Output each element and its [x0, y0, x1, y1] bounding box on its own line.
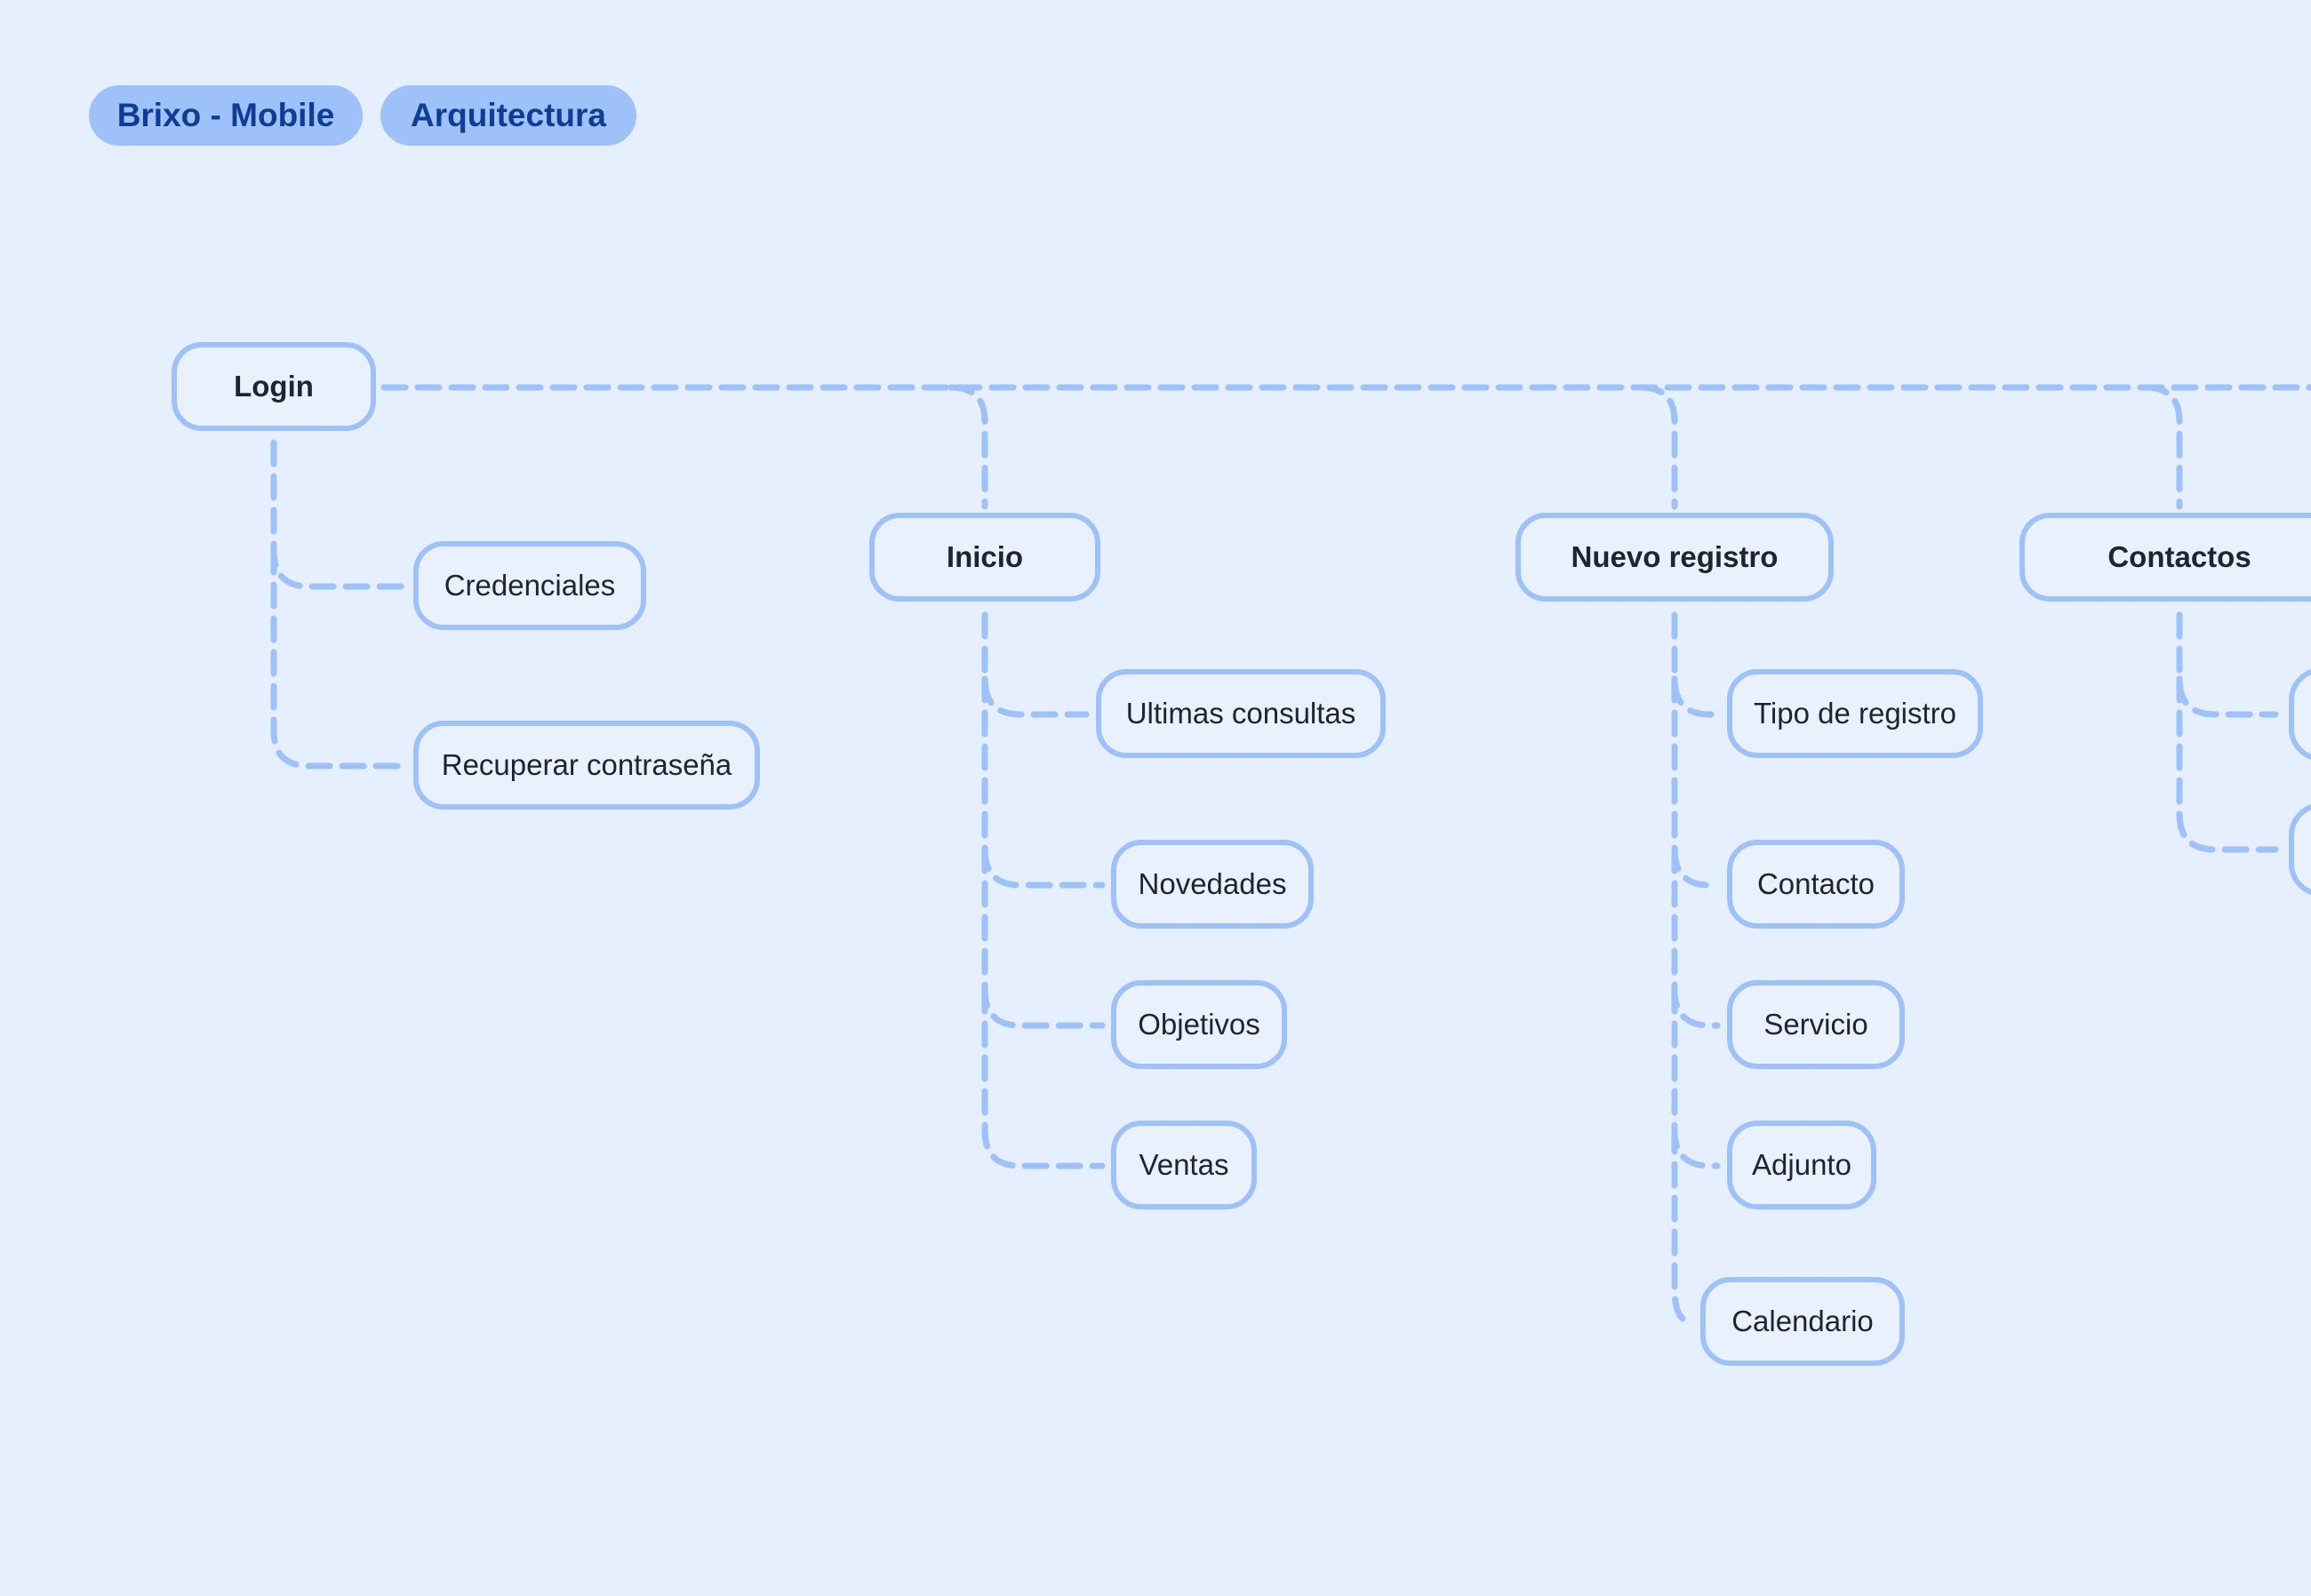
node-ultimas-consultas[interactable]: Ultimas consultas: [1096, 669, 1386, 758]
node-inicio[interactable]: Inicio: [869, 513, 1100, 602]
connector-servicio: [1671, 846, 1721, 1029]
section-tag[interactable]: Arquitectura: [380, 85, 636, 146]
node-calendario[interactable]: Calendario: [1700, 1277, 1905, 1366]
connector-contactos: [2142, 384, 2183, 510]
connector-contactos-child-2: [2176, 675, 2279, 853]
connector-inicio: [948, 384, 988, 510]
node-login[interactable]: Login: [172, 342, 376, 431]
node-adjunto[interactable]: Adjunto: [1727, 1121, 1876, 1209]
node-servicio[interactable]: Servicio: [1727, 980, 1905, 1069]
connector-tipo-registro: [1671, 611, 1721, 718]
connector-ventas: [981, 986, 1106, 1169]
node-tipo-de-registro[interactable]: Tipo de registro: [1727, 669, 1983, 758]
connector-credenciales: [270, 439, 405, 590]
connector-contactos-child-1: [2176, 611, 2279, 718]
connector-recuperar: [270, 547, 405, 770]
contactos-child-node-2: [2289, 804, 2311, 895]
node-novedades[interactable]: Novedades: [1111, 840, 1314, 929]
project-tag[interactable]: Brixo - Mobile: [89, 85, 363, 146]
connector-nuevo-registro: [1637, 384, 1678, 510]
node-contactos[interactable]: Contactos: [2019, 513, 2311, 602]
node-ventas[interactable]: Ventas: [1111, 1121, 1257, 1209]
node-credenciales[interactable]: Credenciales: [413, 541, 646, 630]
contactos-child-node-1: [2289, 669, 2311, 760]
connector-calendario: [1671, 1127, 1696, 1326]
connector-ultimas-consultas: [981, 611, 1090, 718]
node-contacto[interactable]: Contacto: [1727, 840, 1905, 929]
node-recuperar-contrasena[interactable]: Recuperar contraseña: [413, 721, 760, 810]
node-nuevo-registro[interactable]: Nuevo registro: [1515, 513, 1834, 602]
connector-objetivos: [981, 846, 1106, 1029]
node-objetivos[interactable]: Objetivos: [1111, 980, 1287, 1069]
